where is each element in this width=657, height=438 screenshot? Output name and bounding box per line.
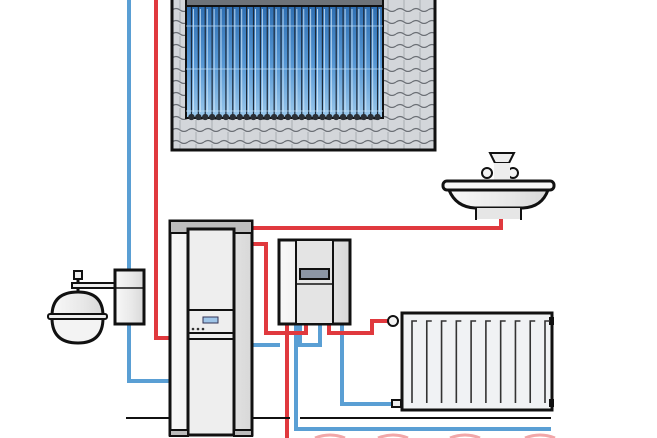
collector-tube-cap (208, 113, 216, 121)
collector-tube-cap (202, 113, 209, 121)
storage-tank (168, 219, 254, 437)
radiator-fin (544, 320, 550, 403)
pump-station (277, 238, 352, 326)
washbasin (441, 152, 556, 220)
collector-tube-cap (236, 113, 243, 121)
collector-tube-cap (195, 113, 202, 121)
radiator-fin (455, 320, 462, 403)
hot-pipe-radiator-flow (327, 319, 392, 335)
hot-pipe-network (154, 0, 503, 438)
tap-handle (481, 167, 493, 179)
collector-tube-cap (374, 113, 381, 121)
collector-tube-cap (277, 113, 285, 121)
collector-tube-cap (229, 113, 236, 121)
radiator-fin (470, 320, 477, 403)
collector-tube-cap (243, 113, 250, 121)
radiator-fin (485, 320, 491, 403)
collector-tube-cap (367, 113, 374, 121)
collector-tube-cap (346, 113, 354, 121)
collector-tube-cap (222, 113, 230, 121)
collector-tube-cap (264, 113, 271, 121)
radiator-fin (425, 320, 432, 403)
storage-button (201, 327, 205, 331)
collector-tube-cap (271, 113, 278, 121)
radiator-fin (499, 320, 506, 403)
expansion-vessel (47, 270, 117, 345)
collector-tube-cap (326, 113, 333, 121)
collector-tube-cap (353, 113, 361, 121)
radiator (387, 311, 554, 412)
storage-display (202, 316, 219, 324)
collector-tube-cap (319, 113, 326, 121)
radiator-fin (440, 320, 447, 403)
collector-tube-cap (291, 113, 298, 121)
radiator-fin (529, 320, 536, 403)
hot-pipe-storage-out (252, 242, 308, 335)
collector-tube-cap (333, 113, 340, 121)
cold-pipe-radiator-return (340, 323, 398, 406)
collector-tube-cap (339, 113, 347, 121)
radiator-fins (411, 320, 550, 403)
collector-tube-cap (284, 113, 292, 121)
radiator-fin (411, 320, 417, 403)
cold-pipe-network (127, 0, 551, 431)
collector-tube-cap (360, 113, 367, 121)
collector-tube-cap (298, 113, 305, 121)
hot-pipe-washbasin (252, 218, 503, 230)
cold-pipe-riser (127, 0, 172, 383)
storage-button (191, 327, 195, 331)
collector-tube-cap (188, 113, 195, 121)
lower-floor-hot-pipes (314, 433, 556, 438)
hot-pipe-riser (154, 0, 172, 340)
collector-tube-cap (250, 113, 257, 121)
radiator-valve (387, 315, 399, 327)
collector-tube-cap (305, 113, 312, 121)
cold-pipe-floor (294, 323, 551, 431)
radiator-fin (514, 320, 521, 403)
pressure-unit (113, 268, 146, 326)
collector-tube-cap (312, 113, 319, 121)
solar-collector (185, 0, 384, 121)
storage-button (196, 327, 200, 331)
collector-tube-cap (215, 113, 223, 121)
collector-tube-cap (257, 113, 264, 121)
